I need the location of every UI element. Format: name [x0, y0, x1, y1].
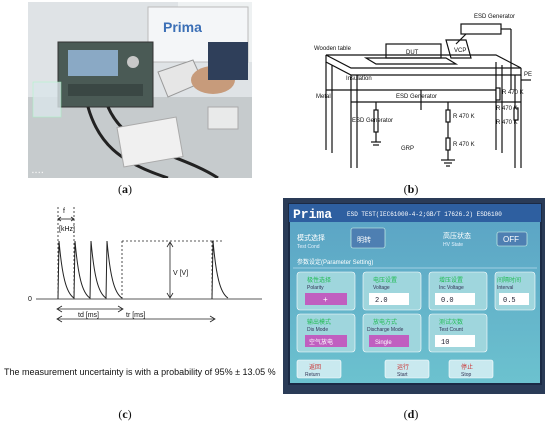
label-r5: R 470 K	[496, 106, 518, 112]
label-polarity-en: Polarity	[307, 285, 324, 291]
label-inc-voltage: 增压设置	[439, 276, 463, 284]
esd-waveform-diagram: f [kHz] V [V] 0 td [ms] tr [ms]	[22, 205, 264, 323]
interval-value: 0.5	[503, 297, 516, 305]
label-wooden-table: Wooden table	[314, 46, 352, 52]
label-dis-mode-en: Dis Mode	[307, 327, 328, 333]
label-test-count: 测试次数	[439, 318, 463, 326]
test-count-value: 10	[441, 339, 449, 347]
start-label: 运行	[397, 363, 409, 371]
label-khz: [kHz]	[59, 226, 75, 233]
device-screen-photo: Prima ESD TEST(IEC61000-4-2;GB/T 17626.2…	[283, 198, 545, 394]
inc-voltage-field[interactable]	[435, 293, 475, 305]
label-test-count-en: Test Count	[439, 327, 464, 333]
photo-test-setup-drawing: Prima ▪ ▪ ▪ ▪	[28, 2, 252, 178]
label-td: td [ms]	[78, 312, 99, 319]
return-label-en: Return	[305, 372, 320, 378]
dis-way-value: Single	[375, 340, 392, 346]
label-dut: DUT	[406, 50, 419, 56]
label-voltage: V [V]	[173, 270, 188, 277]
photo-test-setup: Prima ▪ ▪ ▪ ▪	[28, 2, 252, 178]
label-dis-way-en: Discharge Mode	[367, 327, 404, 333]
svg-text:▪ ▪ ▪ ▪: ▪ ▪ ▪ ▪	[32, 170, 43, 176]
stop-label: 停止	[461, 363, 473, 371]
start-button[interactable]	[384, 359, 430, 379]
return-label: 返回	[309, 364, 321, 371]
label-dis-way: 放电方式	[373, 318, 397, 326]
start-label-en: Start	[397, 372, 408, 378]
label-insulation: Insulation	[346, 76, 372, 82]
label-esd-generator-top: ESD Generator	[474, 14, 515, 20]
voltage-value: 2.0	[375, 297, 388, 305]
device-screen-drawing: Prima ESD TEST(IEC61000-4-2;GB/T 17626.2…	[283, 198, 545, 394]
caption-d: (d)	[403, 407, 419, 421]
polarity-field[interactable]	[305, 293, 347, 305]
polarity-value: +	[323, 295, 328, 304]
label-grp: GRP	[401, 146, 414, 152]
screen-header: ESD TEST(IEC61000-4-2;GB/T 17626.2) ESD6…	[347, 211, 502, 218]
label-tr: tr [ms]	[126, 312, 145, 319]
dis-mode-value: 空气放电	[309, 338, 333, 346]
label-r1: R 470 K	[502, 90, 524, 96]
test-count-field[interactable]	[435, 335, 475, 347]
label-mode-select: 模式选择	[297, 233, 325, 242]
label-polarity: 极性选择	[307, 276, 331, 284]
label-interval-en: Interval	[497, 285, 513, 291]
label-pe: PE	[524, 72, 532, 78]
brand-logo: Prima	[163, 19, 202, 35]
label-vcp: VCP	[454, 48, 466, 54]
label-interval: 间隔时间	[497, 276, 521, 284]
label-hv-state-en: HV State	[443, 242, 463, 248]
label-parameter-section: 参数设定(Parameter Setting)	[297, 258, 373, 266]
label-esd-generator-mid: ESD Generator	[396, 94, 437, 100]
uncertainty-text: The measurement uncertainty is with a pr…	[4, 367, 276, 377]
caption-c: (c)	[118, 407, 132, 421]
label-inc-voltage-en: Inc Voltage	[439, 285, 464, 291]
label-voltage-cn: 电压设置	[373, 276, 397, 284]
interval-field[interactable]	[499, 293, 529, 305]
label-r3: R 470 K	[453, 114, 475, 120]
hv-state-button[interactable]	[496, 231, 528, 247]
label-test-cond: Test Cond	[297, 244, 320, 250]
mode-value-button[interactable]	[350, 227, 386, 249]
voltage-field[interactable]	[369, 293, 409, 305]
inc-voltage-value: 0.0	[441, 297, 454, 305]
caption-b: (b)	[403, 182, 419, 196]
test-setup-diagram-drawing: Wooden table ESD Generator Insulation DU…	[314, 14, 532, 168]
stop-button[interactable]	[448, 359, 494, 379]
label-dis-mode: 输出模式	[307, 318, 331, 326]
hv-state-value: OFF	[503, 235, 519, 244]
dis-way-field[interactable]	[369, 335, 409, 347]
screen-brand: Prima	[293, 207, 332, 222]
label-r4: R 470 K	[453, 142, 475, 148]
dis-mode-field[interactable]	[305, 335, 347, 347]
label-metal: Metal	[316, 94, 331, 100]
label-voltage-en: Voltage	[373, 285, 390, 291]
mode-value-label: 明转	[357, 235, 371, 244]
label-zero: 0	[28, 296, 32, 303]
stop-label-en: Stop	[461, 372, 472, 378]
label-hv-state: 高压状态	[443, 231, 471, 240]
label-esd-generator-left: ESD Generator	[352, 118, 393, 124]
test-setup-diagram: Wooden table ESD Generator Insulation DU…	[296, 10, 536, 180]
esd-waveform-drawing: f [kHz] V [V] 0 td [ms] tr [ms]	[28, 207, 262, 323]
label-r2: R 470 K	[496, 120, 518, 126]
label-f: f	[63, 208, 65, 215]
caption-a: (a)	[118, 182, 132, 196]
return-button[interactable]	[296, 359, 342, 379]
